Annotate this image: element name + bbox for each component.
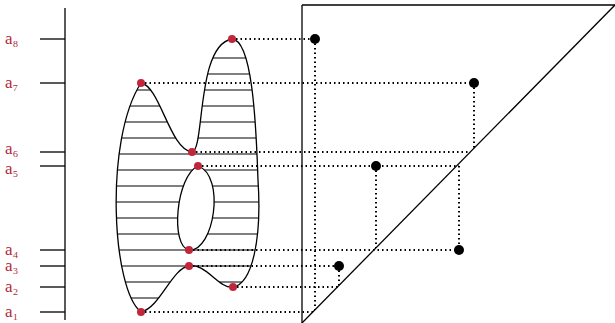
contour-line (95, 170, 270, 171)
surface-outline (116, 39, 259, 312)
level-label: a₆ (5, 140, 18, 157)
persistence-points (310, 34, 479, 271)
level-label: a₁ (5, 303, 18, 320)
level-label: a₂ (5, 278, 18, 295)
contour-line (95, 282, 270, 283)
contour-line (95, 154, 270, 155)
contour-line (95, 186, 270, 187)
contour-line (95, 90, 270, 91)
persistence-triangle (302, 5, 615, 323)
contour-line (95, 298, 270, 299)
dotted-guides (145, 39, 474, 312)
critical-points (137, 35, 237, 316)
level-label: a₃ (5, 257, 18, 274)
contour-line (95, 106, 270, 107)
axis (40, 8, 65, 320)
contour-line (95, 58, 270, 59)
level-label: a₄ (5, 241, 18, 258)
level-label: a₈ (5, 30, 18, 47)
surface-hole (178, 166, 215, 250)
level-label: a₇ (5, 74, 18, 91)
contour-line (95, 74, 270, 75)
level-label: a₅ (5, 160, 18, 177)
contour-line (95, 122, 270, 123)
